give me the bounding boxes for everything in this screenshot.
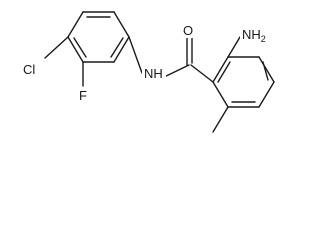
bond-carbonyl-to-nh xyxy=(161,64,190,79)
atom-labels: NH2 O NH Cl F xyxy=(22,22,272,104)
oxygen-atom-label: O xyxy=(183,23,193,38)
molecule-structure: NH2 O NH Cl F xyxy=(22,11,275,133)
double-bond-inner xyxy=(73,37,87,58)
double-bond-inner xyxy=(110,37,124,58)
amino-group-label: NH2 xyxy=(242,27,266,44)
bond xyxy=(212,56,229,83)
double-bond-inner xyxy=(217,61,231,83)
bond xyxy=(258,56,275,83)
right-ring xyxy=(212,56,275,108)
bond xyxy=(67,11,84,38)
bond xyxy=(67,36,84,63)
bond xyxy=(113,36,130,63)
bond-ring-to-cl xyxy=(44,36,69,59)
bond-ring-to-methyl xyxy=(212,106,229,133)
substituent-bonds xyxy=(44,36,241,133)
bond xyxy=(258,81,275,108)
left-ring xyxy=(67,11,130,63)
double-bond-inner xyxy=(262,61,269,81)
bond-ring-to-carbonyl xyxy=(190,64,214,83)
chlorine-atom-label: Cl xyxy=(23,62,35,77)
bond xyxy=(212,81,229,108)
bond-ring-to-nh2 xyxy=(227,36,241,58)
amide-nh-label: NH xyxy=(144,66,163,81)
fluorine-atom-label: F xyxy=(79,88,87,103)
bond xyxy=(113,11,130,38)
bond-nh-to-ring xyxy=(128,36,143,74)
